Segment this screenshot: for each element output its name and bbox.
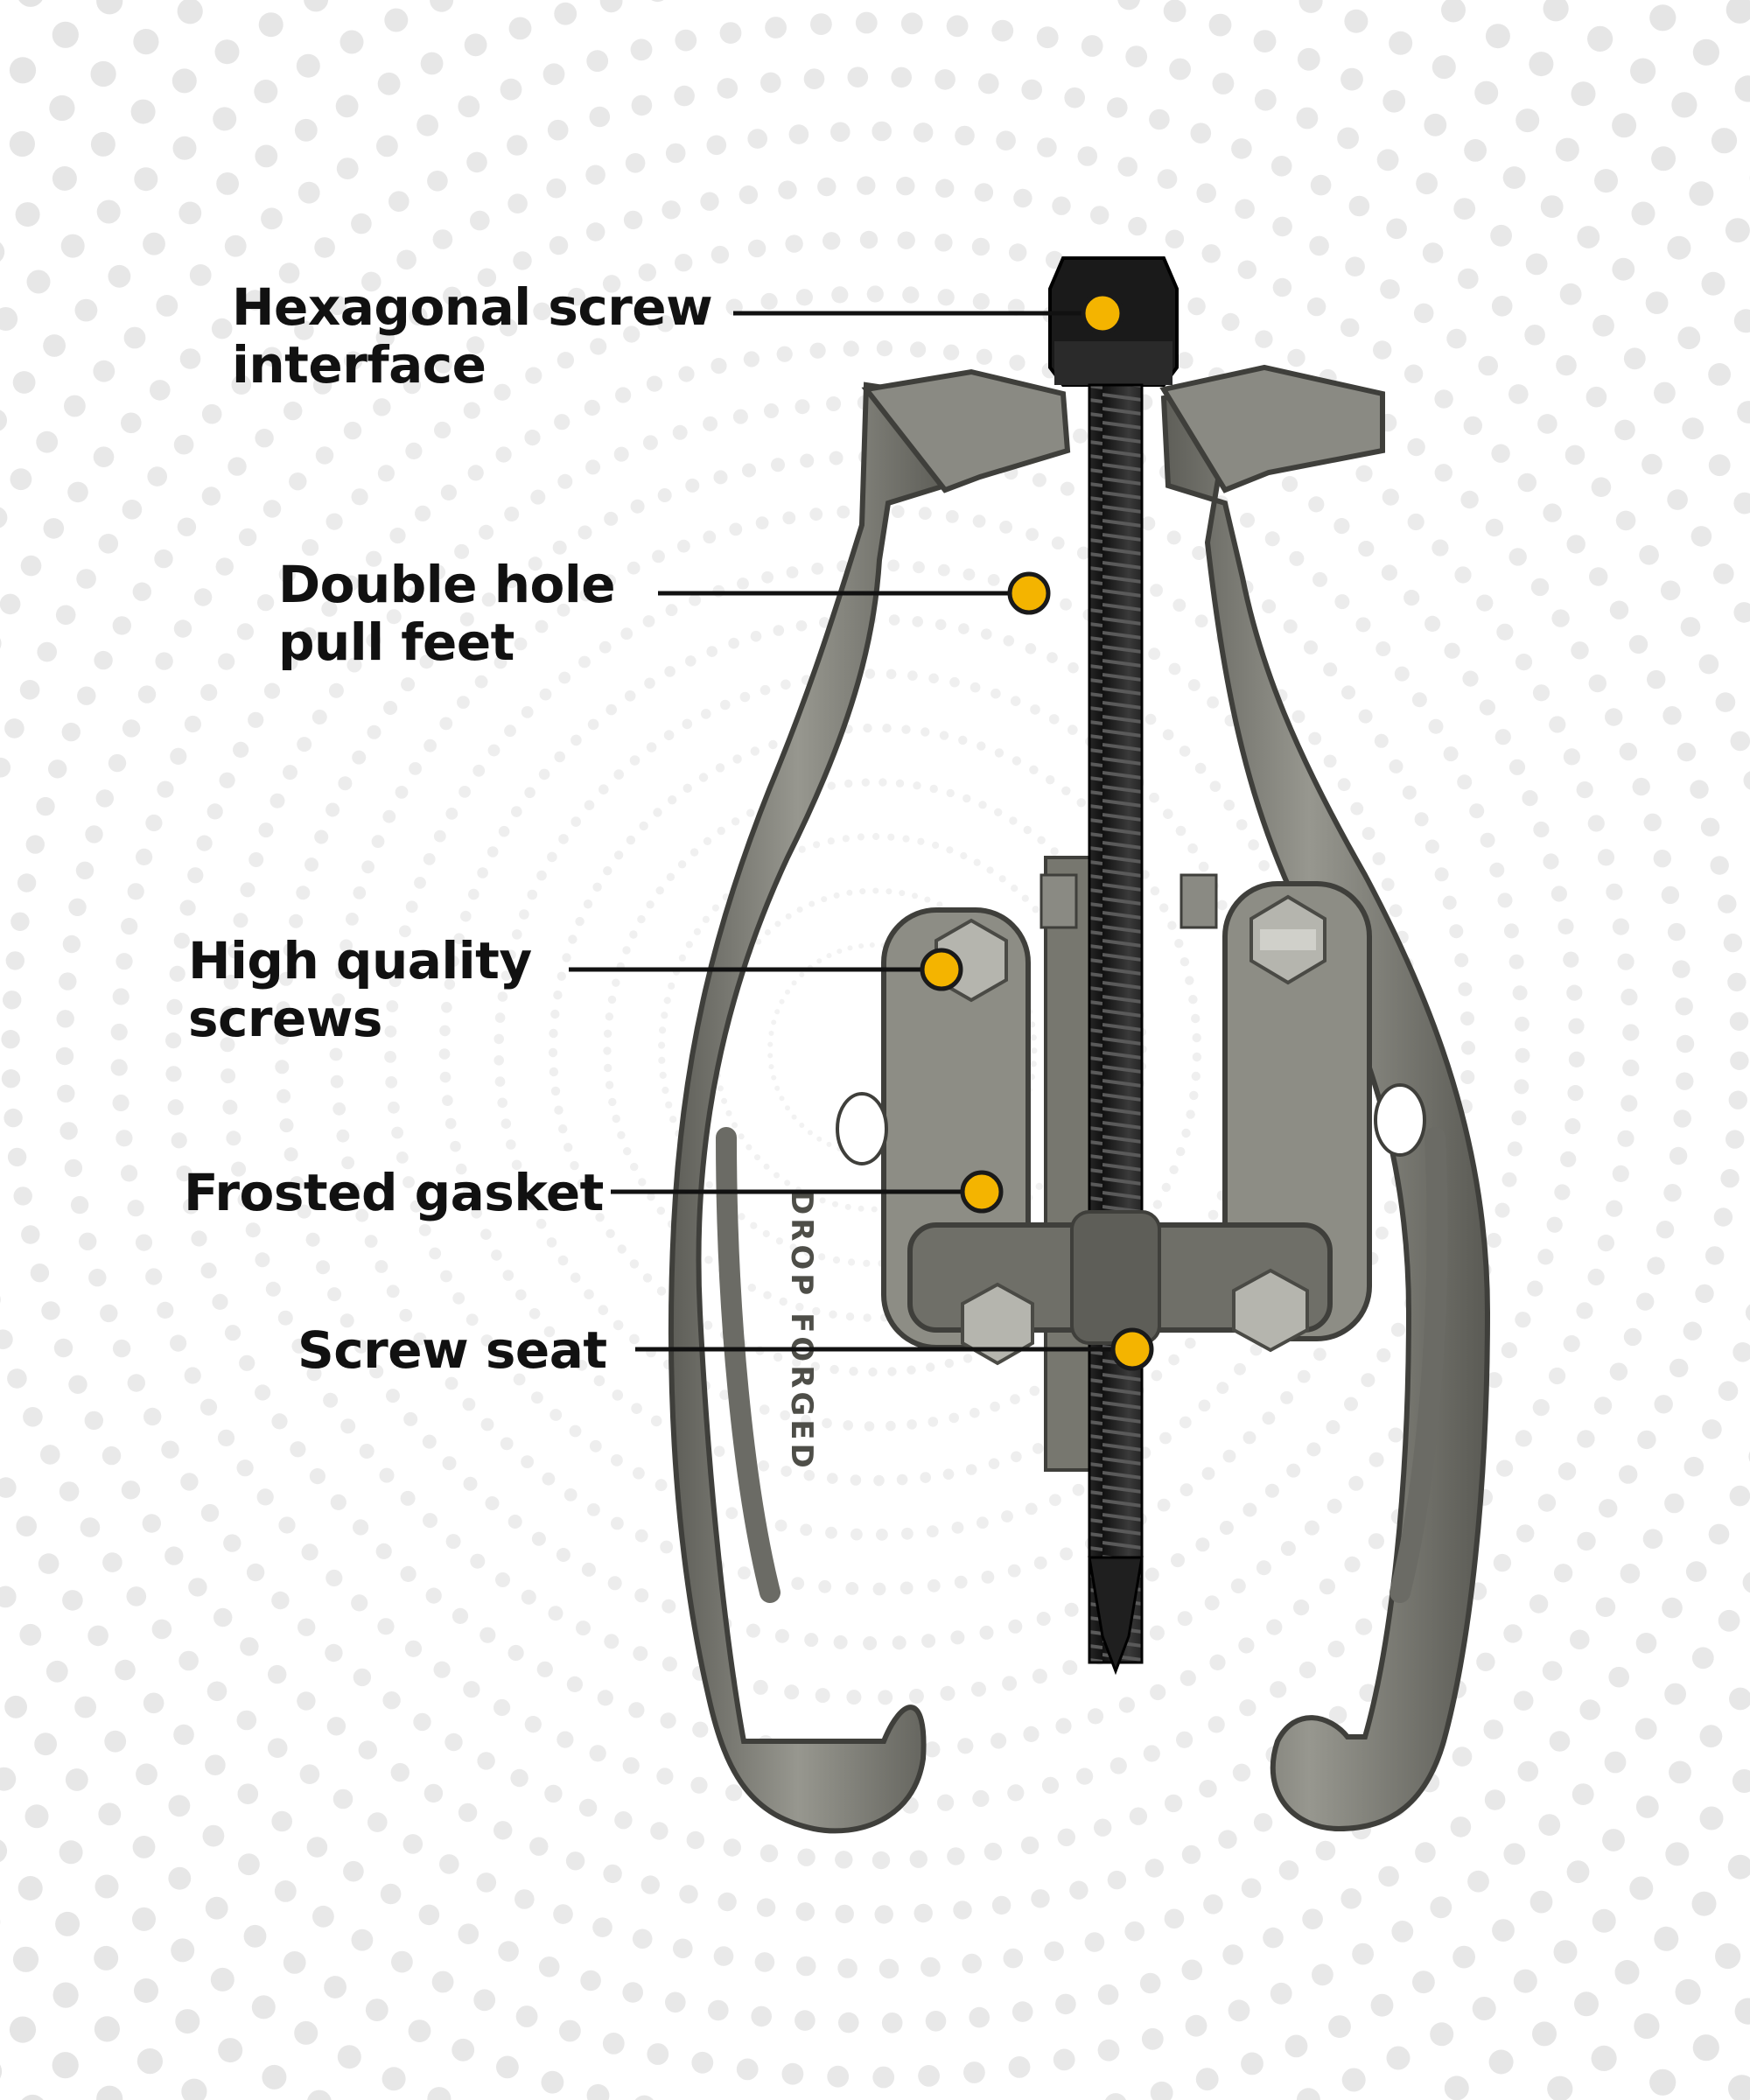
upper-nuts: [1040, 873, 1218, 929]
callout-feet-marker: [1007, 571, 1051, 615]
callout-screws-leader: [569, 948, 963, 991]
arm-marking-text: DROP FORGED: [784, 1190, 819, 1472]
callout-screws-marker: [920, 948, 963, 991]
callout-label-high-quality-screws: High quality screws: [188, 931, 532, 1048]
left-arm-top-flange: [861, 368, 1071, 494]
callout-hex-leader: [733, 291, 1124, 335]
callout-feet-leader: [658, 571, 1051, 615]
callout-seat-leader: [635, 1327, 1154, 1371]
callout-label-hexagonal-screw-interface: Hexagonal screw interface: [232, 277, 713, 395]
right-arm-top-flange: [1159, 364, 1385, 494]
left-puller-arm: [668, 382, 957, 1834]
bolt-bottom-left: [961, 1282, 1034, 1366]
threaded-screw: [1088, 383, 1144, 1664]
callout-label-screw-seat: Screw seat: [298, 1320, 607, 1380]
bolt-top-right: [1250, 894, 1326, 985]
callout-label-frosted-gasket: Frosted gasket: [184, 1163, 604, 1222]
callout-hex-marker: [1081, 291, 1124, 335]
callout-label-double-hole-pull-feet: Double hole pull feet: [278, 555, 616, 672]
callout-gasket-marker: [960, 1170, 1004, 1214]
callout-gasket-leader: [611, 1170, 1004, 1214]
callout-seat-marker: [1110, 1327, 1154, 1371]
bolt-bottom-right: [1232, 1268, 1309, 1353]
